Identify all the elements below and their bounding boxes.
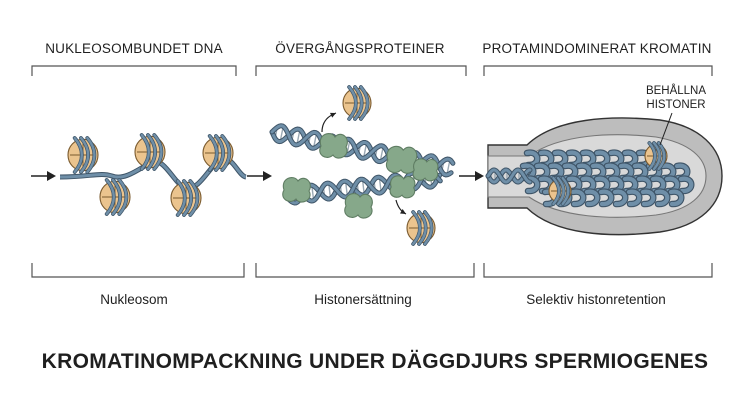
dna-wrap-fill [111,178,122,216]
nucleosome [406,210,436,246]
stage-2-transition-proteins [269,85,456,246]
bottom-bracket [31,263,245,278]
protamine-toroid [626,189,642,207]
release-arrow-down-head [400,209,406,214]
protamine-toroid [584,189,600,207]
dna-strand [284,169,442,203]
callout-leader [659,112,673,146]
top-bracket [255,65,467,76]
bottom-bracket [255,263,475,278]
dna-wrap-fill [652,141,661,171]
top-bracket [483,65,713,76]
dna-helix-entry [485,167,533,185]
dna-wrap-fill [189,179,199,217]
dna-wrap-fill [140,133,151,171]
dna-wrap-fill [153,133,163,171]
arrow-stage-2-to-3-head [475,171,484,181]
transition-protein [282,177,311,203]
release-arrow-up-head [330,112,336,118]
nucleosome [644,141,668,171]
transition-protein [389,175,416,199]
stage-1-caption: Nukleosom [100,292,168,307]
main-title: KROMATINOMPACKNING UNDER DÄGGDJURS SPERM… [41,350,709,373]
protamine-toroid [668,189,684,207]
nucleosome [67,136,99,174]
nucleosome [548,176,572,206]
transition-protein [412,158,439,182]
dna-wrap-fill [105,178,116,216]
transition-protein [385,145,418,174]
dna-wrap-fill [146,133,157,171]
nucleosome [202,134,234,172]
protamine-toroid [598,189,614,207]
dna-wrap-fill [556,176,565,206]
dna-wrap-fill [423,210,433,246]
dna-wrap-fill [353,85,363,121]
stage-1-title: NUKLEOSOMBUNDET DNA [45,41,223,56]
retained-histones-label-line2: HISTONER [646,99,706,111]
dna-wrap-fill [221,134,231,172]
arrow-stage-1-to-2-head [263,171,272,181]
retained-histones-label: BEHÅLLNA HISTONER [646,84,706,112]
protamine-toroid [640,189,656,207]
stage-3-protamine-chromatin [485,112,723,236]
dna-wrap-fill [648,141,657,171]
protamine-toroid [570,189,586,207]
dna-wrap-fill [118,178,128,216]
dna-wrap-fill [417,210,427,246]
dna-strand [486,168,532,184]
stage-2-caption: Histonersättning [314,292,412,307]
dna-wrap-fill [86,136,96,174]
stage-1-nucleosome-dna [59,133,248,217]
protamine-toroid [612,189,628,207]
top-bracket [31,65,237,76]
stage-3-caption: Selektiv histonretention [526,292,666,307]
transition-protein [344,193,373,219]
stage-3-title: PROTAMINDOMINERAT KROMATIN [482,41,712,56]
dna-wrap-fill [79,136,90,174]
dna-wrap-fill [359,85,369,121]
protamine-toroid [654,189,670,207]
dna-wrap-fill [561,176,570,206]
transition-protein [319,133,348,159]
dna-wrap-fill [214,134,225,172]
flow-arrows [31,171,484,181]
dna-wrap-fill [411,210,422,246]
dna-wrap-fill [347,85,358,121]
protamine-toroid [678,176,694,194]
nucleosome [170,179,202,217]
nucleosome [99,178,131,216]
bottom-bracket [483,263,713,278]
retained-histones-label-line1: BEHÅLLNA [645,85,707,97]
brackets [31,65,713,278]
release-arrow-up [321,112,337,133]
dna-wrap-fill [208,134,219,172]
dna-wrap-fill [657,141,666,171]
protamine-toroid [524,176,540,194]
nucleosome [342,85,372,121]
nucleosome [134,133,166,171]
stage-2-title: ÖVERGÅNGSPROTEINER [275,41,445,56]
dna-wrap-fill [73,136,84,174]
arrow-into-stage-1-head [47,171,56,181]
dna-wrap-fill [176,179,187,217]
dna-wrap-fill [182,179,193,217]
dna-wrap-fill [552,176,561,206]
